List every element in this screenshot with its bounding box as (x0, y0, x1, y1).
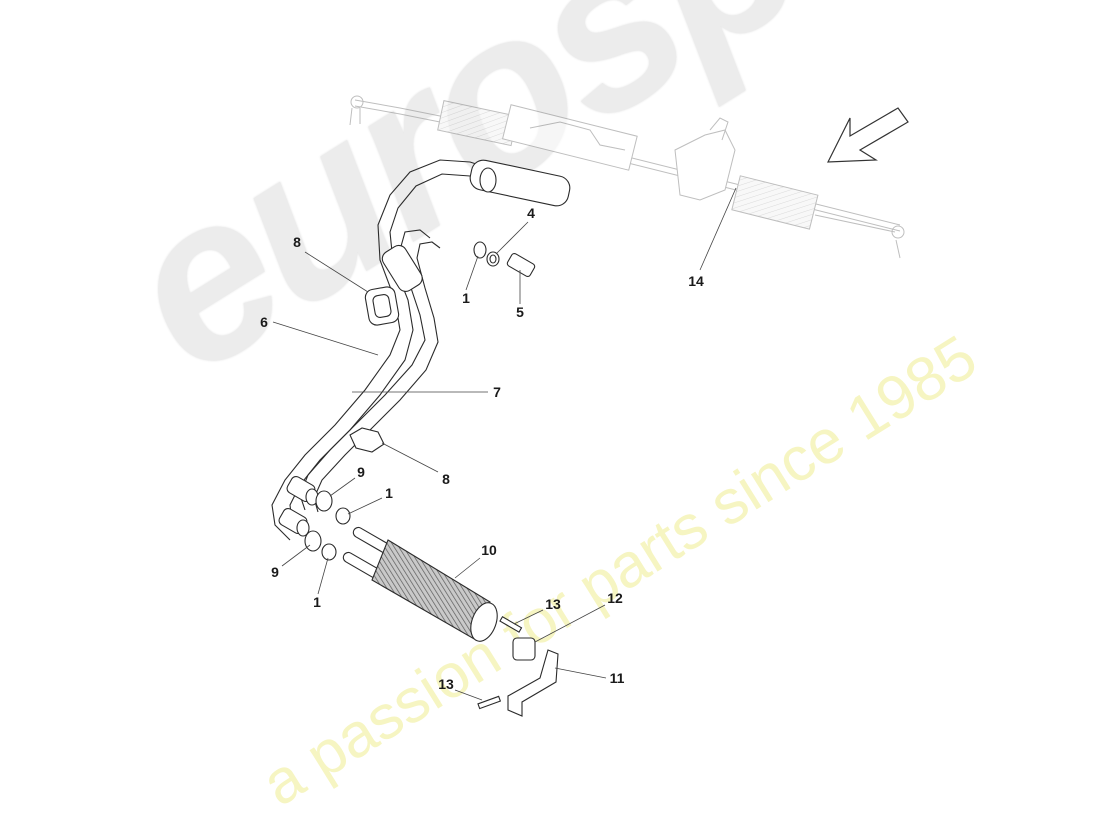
union-5 (506, 252, 536, 278)
callout-14: 14 (688, 273, 704, 289)
clamp-1-a (335, 507, 351, 525)
bolt-13-bottom (477, 695, 502, 710)
callout-7: 7 (493, 384, 501, 400)
callout-13: 13 (545, 596, 561, 612)
callout-11: 11 (609, 670, 625, 686)
hose-ends (278, 475, 319, 537)
callout-8: 8 (442, 471, 450, 487)
bolt-13-top (499, 616, 523, 633)
callout-12: 12 (607, 590, 623, 606)
hose-7 (299, 229, 441, 513)
callout-10: 10 (481, 542, 497, 558)
callout-1: 1 (462, 290, 470, 306)
hose-6 (271, 159, 571, 541)
callout-1: 1 (313, 594, 321, 610)
clamp-1-b (321, 543, 337, 561)
parts-diagram (271, 95, 909, 717)
callout-5: 5 (516, 304, 524, 320)
clamp-1-top (473, 241, 487, 259)
callout-4: 4 (527, 205, 535, 221)
callout-6: 6 (260, 314, 268, 330)
mounting-parts (477, 616, 559, 717)
callout-1: 1 (385, 485, 393, 501)
fittings (304, 241, 536, 561)
callout-13: 13 (438, 676, 454, 692)
leader-lines (272, 187, 737, 701)
callout-9: 9 (357, 464, 365, 480)
bracket-11 (507, 649, 559, 717)
sleeve-9-a (315, 490, 333, 512)
bush-12 (512, 637, 536, 661)
callout-8: 8 (293, 234, 301, 250)
callout-9: 9 (271, 564, 279, 580)
bracket-8-mid (349, 427, 385, 453)
oil-cooler-10 (342, 526, 498, 642)
steering-rack (349, 95, 905, 259)
sleeve-9-b (304, 530, 322, 552)
direction-arrow-icon (827, 107, 909, 163)
